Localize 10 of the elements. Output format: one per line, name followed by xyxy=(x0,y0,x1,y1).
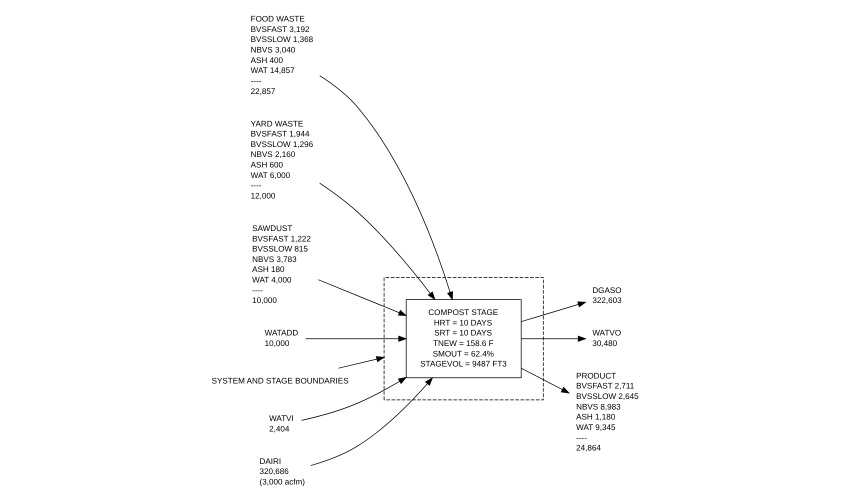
node-text: WATVI 2,404 xyxy=(269,414,294,434)
node-text: FOOD WASTE BVSFAST 3,192 BVSSLOW 1,368 NBVS 3,040 ASH 400 WAT 14,857 ---- 22,857 xyxy=(250,14,314,96)
node-text: SAWDUST BVSFAST 1,222 BVSSLOW 815 NBVS 3,783 ASH 180 WAT 4,000 ---- 10,000 xyxy=(252,224,311,306)
node-text: WATVO 30,480 xyxy=(592,328,622,348)
node-text: WATADD 10,000 xyxy=(264,328,298,348)
node-text: DAIRI 320,686 (3,000 acfm) xyxy=(260,456,305,487)
node-text: SYSTEM AND STAGE BOUNDARIES xyxy=(212,376,349,386)
node-text: PRODUCT BVSFAST 2,711 BVSSLOW 2,645 NBVS 8,983 ASH 1,180 WAT 9,345 ---- 24,864 xyxy=(576,371,639,453)
node-text: YARD WASTE BVSFAST 1,944 BVSSLOW 1,296 NBVS 2,160 ASH 600 WAT 6,000 ---- 12,000 xyxy=(250,119,314,201)
node-text: DGASO 322,603 xyxy=(592,286,622,306)
